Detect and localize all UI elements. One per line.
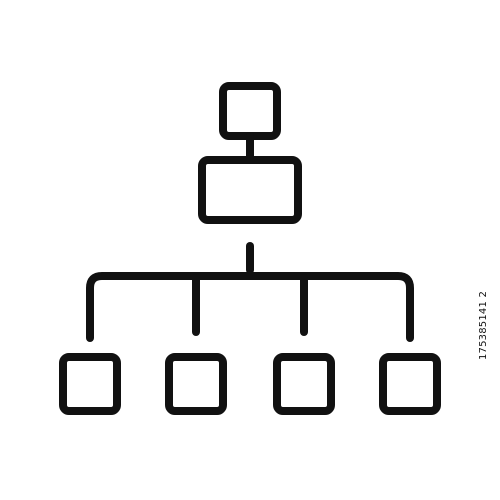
top-node-icon xyxy=(219,82,281,140)
child-node-icon xyxy=(165,353,227,415)
middle-node-icon xyxy=(198,156,302,224)
child-node-icon xyxy=(379,353,441,415)
child-node-icon xyxy=(59,353,121,415)
watermark-id-text: 175385141 2 xyxy=(478,290,489,360)
child-node-icon xyxy=(273,353,335,415)
branch-bar xyxy=(86,272,414,342)
